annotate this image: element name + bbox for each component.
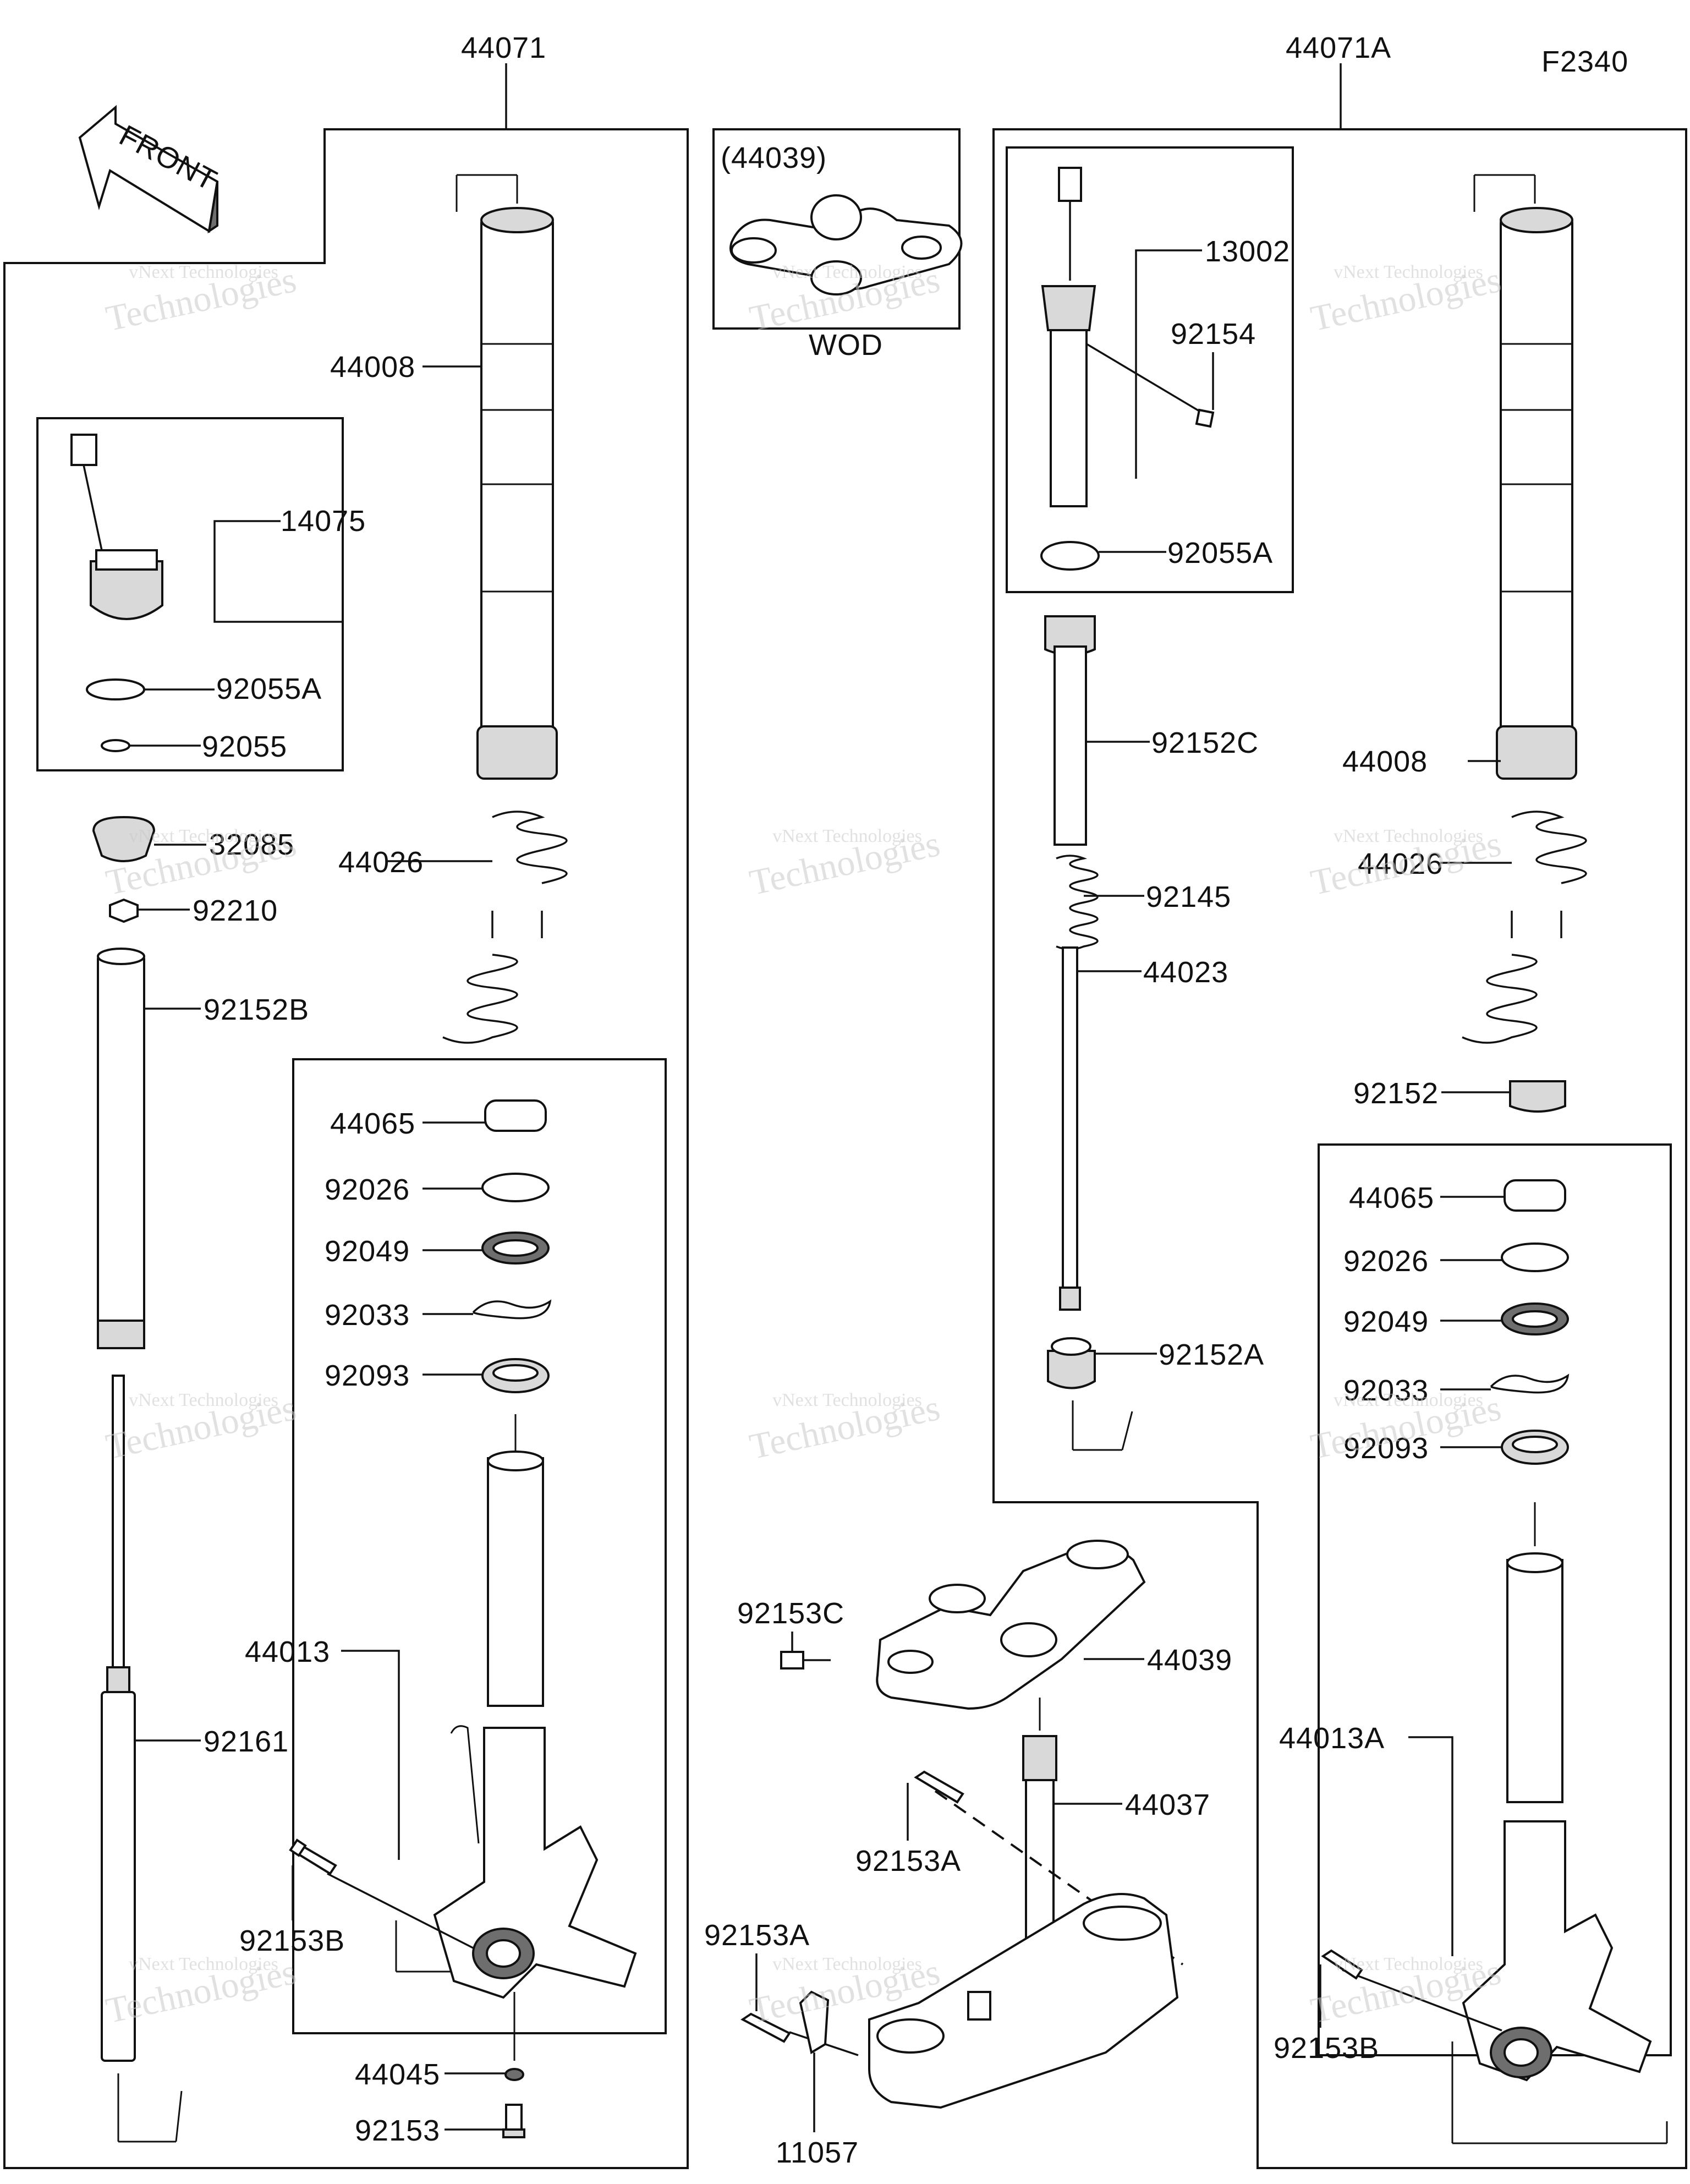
inset-sub-label: WOD — [809, 329, 883, 362]
label-44037: 44037 — [1125, 1788, 1210, 1821]
label-44026-left: 44026 — [338, 846, 424, 879]
label-92093-right: 92093 — [1343, 1432, 1429, 1465]
label-92055A-left: 92055A — [216, 672, 322, 705]
svg-text:vNext Technologies: vNext Technologies — [772, 262, 922, 282]
label-92153B-left: 92153B — [239, 1924, 345, 1957]
label-92152B: 92152B — [204, 993, 309, 1026]
right-fork-parts — [1040, 167, 1668, 2144]
label-44071A: 44071A — [1286, 31, 1391, 64]
frame-fork-seal-kit-left — [292, 1058, 667, 2034]
label-92033-right: 92033 — [1343, 1374, 1429, 1407]
label-92055A-right: 92055A — [1167, 537, 1273, 570]
svg-text:vNext Technologies: vNext Technologies — [129, 262, 278, 282]
label-44065-right: 44065 — [1349, 1181, 1434, 1214]
label-13002: 13002 — [1205, 235, 1290, 268]
svg-text:vNext Technologies: vNext Technologies — [772, 826, 922, 846]
label-92153C: 92153C — [737, 1597, 844, 1630]
frame-inset-44039 — [712, 128, 961, 330]
label-92026-right: 92026 — [1343, 1245, 1429, 1278]
leader-lines — [129, 63, 1512, 2132]
svg-text:vNext Technologies: vNext Technologies — [1334, 1390, 1483, 1410]
svg-text:vNext Technologies: vNext Technologies — [129, 1390, 278, 1410]
label-92153A-bottom: 92153A — [704, 1919, 810, 1952]
assembly-frames — [3, 128, 1687, 2169]
label-92152C: 92152C — [1151, 726, 1259, 759]
svg-text:vNext Technologies: vNext Technologies — [1334, 262, 1483, 282]
label-92055-left: 92055 — [202, 730, 287, 763]
label-44065-left: 44065 — [330, 1107, 415, 1140]
label-92033-left: 92033 — [325, 1299, 410, 1332]
label-44026-right: 44026 — [1358, 847, 1443, 880]
damper-tube-left — [97, 954, 145, 1349]
frame-44071 — [3, 128, 689, 2169]
label-92153B-right: 92153B — [1274, 2032, 1379, 2065]
frame-13002-kit — [1006, 146, 1294, 593]
label-92152A: 92152A — [1159, 1338, 1264, 1371]
label-44008-right: 44008 — [1342, 745, 1428, 778]
inner-tube-left — [487, 1457, 544, 1707]
label-44013A: 44013A — [1279, 1722, 1385, 1755]
label-44045: 44045 — [355, 2058, 440, 2091]
frame-fork-seal-kit-right — [1318, 1143, 1672, 2056]
outer-tube-left — [480, 216, 554, 780]
label-92154: 92154 — [1171, 318, 1256, 351]
frame-14075-kit — [36, 417, 344, 771]
svg-text:vNext Technologies: vNext Technologies — [129, 1954, 278, 1974]
svg-text:vNext Technologies: vNext Technologies — [772, 1954, 922, 1974]
spring-left — [442, 811, 568, 1044]
left-fork-parts — [70, 174, 637, 2143]
label-92026-left: 92026 — [325, 1173, 410, 1206]
svg-text:vNext Technologies: vNext Technologies — [772, 1390, 922, 1410]
part-labels: 44071 44071A (44039) WOD 44008 44008 140… — [193, 31, 1443, 2169]
inset-upper-clamp — [729, 194, 963, 295]
label-92153A-top: 92153A — [855, 1844, 961, 1878]
label-92093-left: 92093 — [325, 1359, 410, 1392]
label-44013: 44013 — [245, 1635, 330, 1668]
label-92049-right: 92049 — [1343, 1305, 1429, 1338]
svg-text:vNext Technologies: vNext Technologies — [1334, 826, 1483, 846]
svg-text:vNext Technologies: vNext Technologies — [129, 826, 278, 846]
label-92161: 92161 — [204, 1725, 289, 1758]
label-44039: 44039 — [1147, 1644, 1232, 1677]
label-92145: 92145 — [1146, 880, 1231, 913]
svg-text:vNext Technologies: vNext Technologies — [1334, 1954, 1483, 1974]
label-92210: 92210 — [193, 894, 278, 927]
label-32085: 32085 — [209, 828, 294, 861]
label-92049-left: 92049 — [325, 1235, 410, 1268]
label-14075: 14075 — [281, 505, 366, 538]
inset-label: (44039) — [721, 141, 827, 174]
label-44008-left: 44008 — [330, 351, 415, 384]
label-44071: 44071 — [461, 31, 546, 64]
label-44023: 44023 — [1143, 956, 1228, 989]
label-11057: 11057 — [776, 2136, 859, 2169]
label-92152: 92152 — [1353, 1077, 1439, 1110]
label-92153: 92153 — [355, 2114, 440, 2147]
frame-44071A — [992, 128, 1687, 2169]
diagram-code: F2340 — [1541, 45, 1628, 78]
steering-parts — [740, 1540, 1184, 2109]
lower-leg-left — [433, 1727, 637, 1999]
front-arrow: FRONT — [78, 105, 222, 234]
